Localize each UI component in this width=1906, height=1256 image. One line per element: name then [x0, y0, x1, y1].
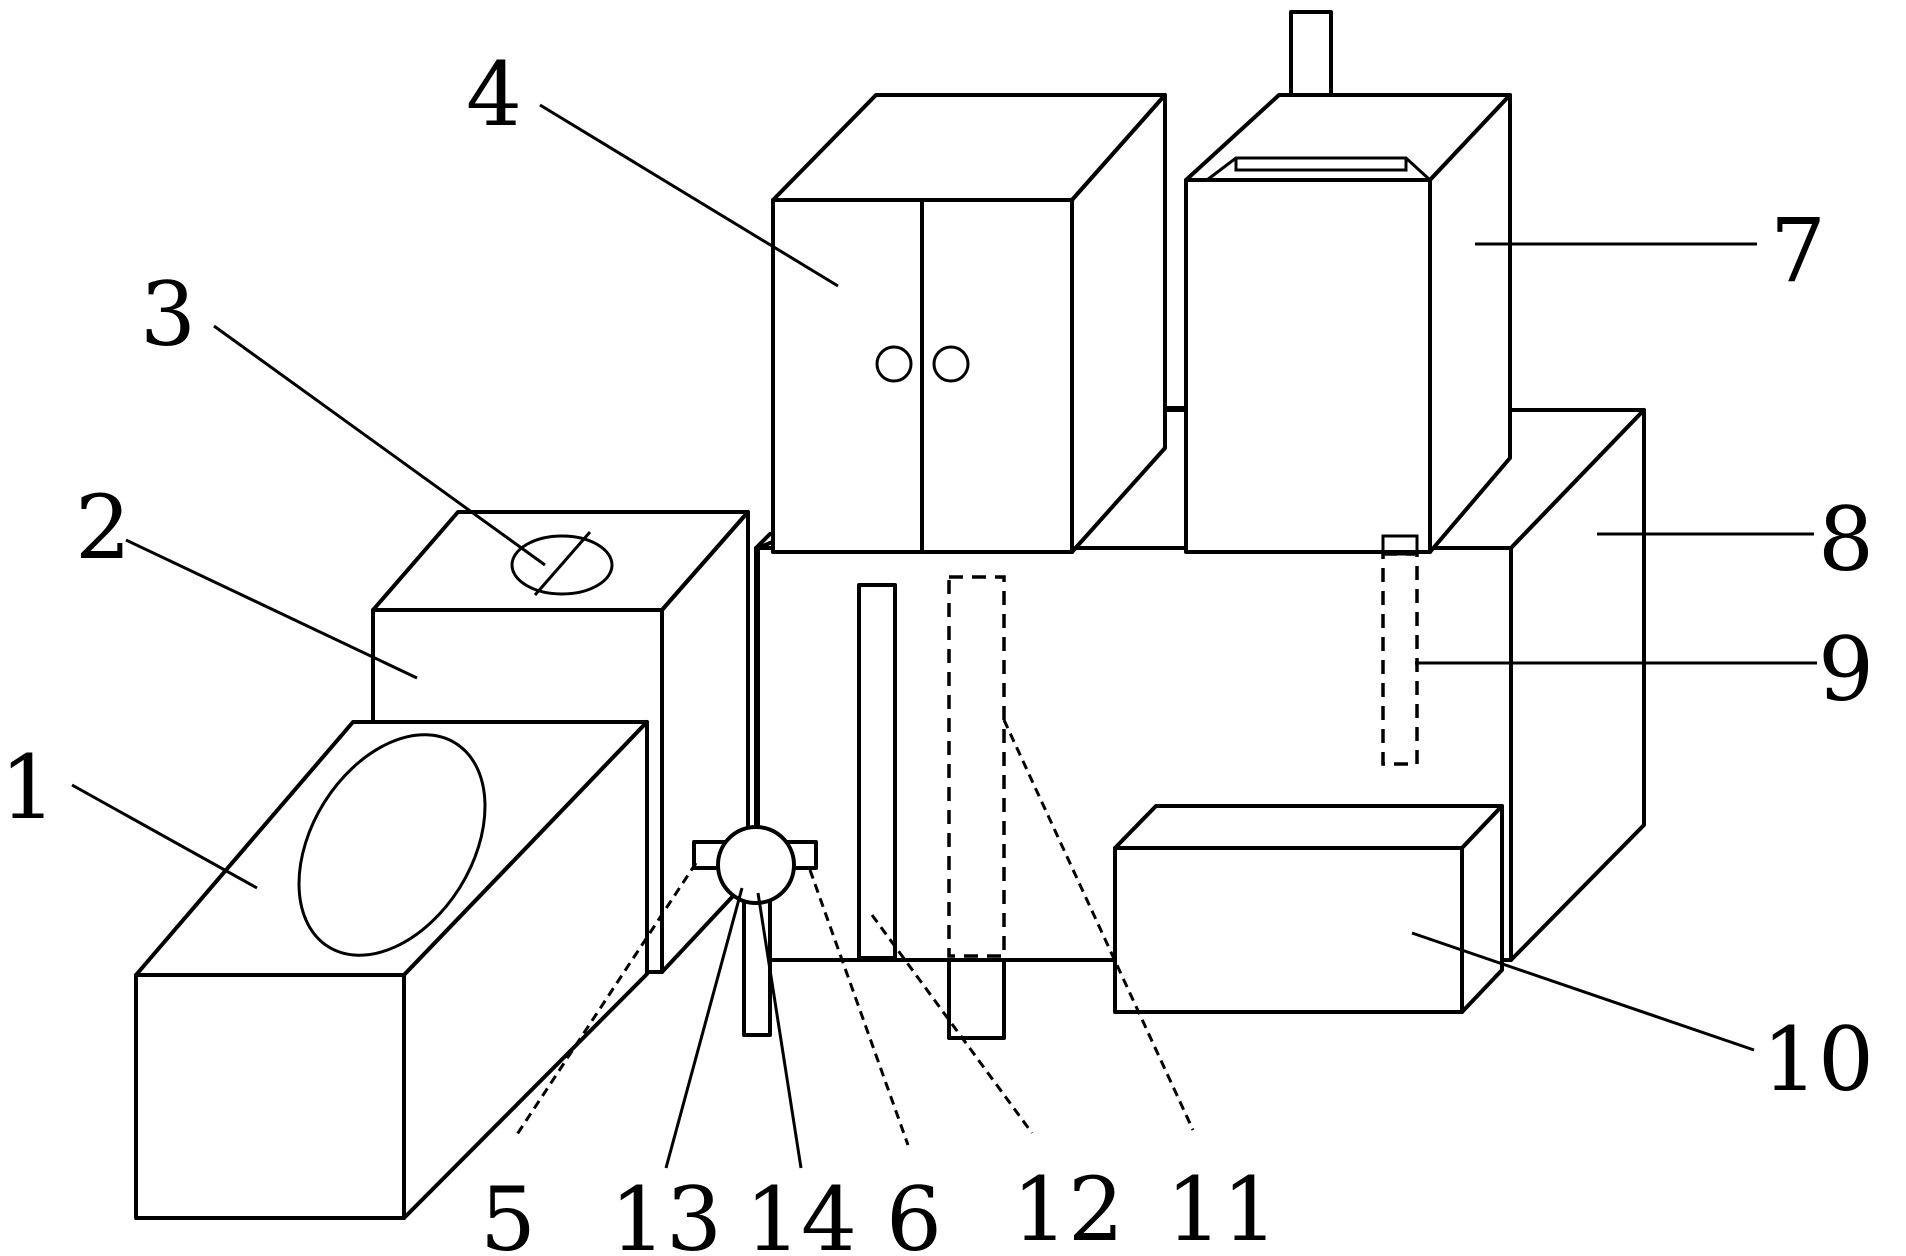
label-3: 3 — [140, 263, 196, 366]
component-4-cabinet — [771, 93, 1167, 554]
component-11-dashed-tube — [947, 575, 1006, 958]
label-6: 6 — [886, 1168, 942, 1256]
valve-assembly — [692, 825, 818, 1037]
component-1-tank — [134, 720, 649, 1220]
door-knob-right-icon — [932, 345, 970, 383]
label-1: 1 — [0, 736, 56, 839]
label-4: 4 — [466, 43, 522, 146]
label-10: 10 — [1762, 1008, 1874, 1111]
component-14-outlet-pipe — [742, 885, 772, 1037]
component-13-pump — [716, 825, 796, 905]
door-knob-left-icon — [875, 345, 913, 383]
label-2: 2 — [75, 476, 131, 579]
label-13: 13 — [610, 1168, 722, 1256]
label-8: 8 — [1818, 488, 1874, 591]
tank-opening — [297, 733, 487, 957]
label-11: 11 — [1166, 1158, 1278, 1256]
component-9-cap — [1381, 534, 1419, 556]
component-7-upper-box — [1184, 10, 1512, 554]
component-9-dashed-probe — [1381, 552, 1419, 766]
label-12: 12 — [1012, 1158, 1124, 1256]
label-9: 9 — [1818, 618, 1874, 721]
component-10-small-box — [1113, 804, 1504, 1014]
component-11-lower-part — [947, 958, 1006, 1040]
component-12-bar — [857, 583, 897, 960]
label-14: 14 — [745, 1168, 857, 1256]
label-7: 7 — [1770, 199, 1826, 302]
component-3-cap — [510, 531, 614, 596]
label-5: 5 — [480, 1168, 536, 1256]
number-labels: 1 2 3 4 7 8 9 10 5 13 14 6 12 11 — [0, 43, 1874, 1256]
leader-lines — [71, 103, 1817, 1169]
